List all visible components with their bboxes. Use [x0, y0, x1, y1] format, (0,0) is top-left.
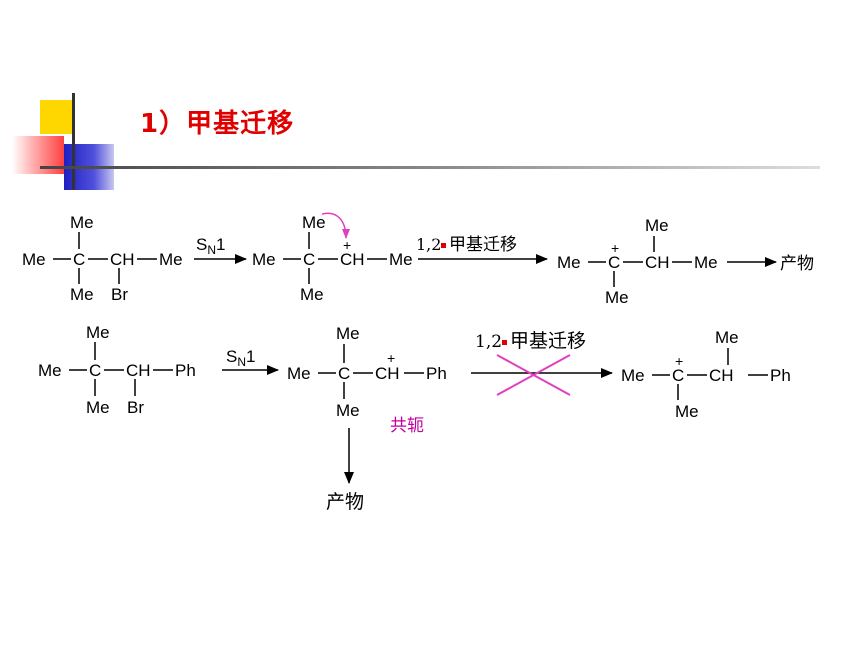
r2m3-ph: Ph [770, 366, 791, 385]
r1m3-me-right: Me [694, 253, 718, 272]
r1m2-plus: + [343, 237, 351, 253]
row1-sn1-arrow: SN1 [194, 235, 247, 264]
svg-text:SN1: SN1 [226, 347, 255, 369]
r2m2-me-bottom: Me [336, 401, 360, 420]
r2m1-me-top: Me [86, 323, 110, 342]
svg-text:1,2: 1,2 [475, 332, 502, 352]
cross-line-b [496, 354, 571, 396]
svg-text:SN1: SN1 [196, 235, 225, 257]
r1m1-ch: CH [110, 250, 135, 269]
row2-shift-arrow-blocked: 1,2 甲基迁移 [471, 330, 613, 396]
deco-horizontal-line [40, 166, 820, 169]
r2m1-c: C [89, 361, 101, 380]
row1-rearranged-cation: Me + C Me CH Me Me [557, 216, 718, 307]
r1-shift-prefix: 1,2 [416, 235, 441, 254]
r2m3-me-bottom: Me [675, 402, 699, 421]
r1m1-me-right: Me [159, 250, 183, 269]
r2m2-ph: Ph [426, 364, 447, 383]
r1m3-me-top: Me [645, 216, 669, 235]
r2-sn-1: 1 [246, 347, 255, 366]
r2m1-ph: Ph [175, 361, 196, 380]
r2m2-me-top: Me [336, 324, 360, 343]
r2m3-plus: + [675, 353, 683, 369]
r1m2-ch: CH [340, 250, 365, 269]
r1m1-me-left: Me [22, 250, 46, 269]
r2m2-c: C [338, 364, 350, 383]
r2m1-br: Br [127, 398, 144, 417]
row2-product-label: 产物 [326, 491, 364, 513]
r2m3-me-top: Me [715, 328, 739, 347]
r2m3-me-left: Me [621, 366, 645, 385]
r1m2-me-right: Me [389, 250, 413, 269]
row1-carbocation: Me C Me Me + CH Me [252, 213, 413, 304]
r1m2-c: C [303, 250, 315, 269]
r2-shift-name: 甲基迁移 [510, 330, 586, 352]
row2-rearranged-cation: Me + C Me CH Me Ph [621, 328, 791, 421]
r2-sn-s: S [226, 347, 237, 366]
r2m2-plus: + [387, 350, 395, 366]
r1m2-me-left: Me [252, 250, 276, 269]
r1m3-me-left: Me [557, 253, 581, 272]
r1m3-plus: + [611, 240, 619, 256]
r2-shift-prefix: 1,2 [475, 332, 502, 352]
r2-sn-n: N [237, 355, 246, 369]
row2-carbocation: Me C Me Me + CH Ph [287, 324, 447, 420]
row2-reactant: Me C Me Me CH Br Ph [38, 323, 196, 417]
r1m3-me-bottom: Me [605, 288, 629, 307]
row2-sn1-arrow: SN1 [222, 347, 279, 375]
r1-shift-dot [441, 243, 446, 248]
r1m2-me-bottom: Me [300, 285, 324, 304]
r1m1-br: Br [111, 285, 128, 304]
conjugation-label: 共轭 [390, 416, 424, 436]
row1-product-label: 产物 [780, 254, 814, 274]
deco-yellow-square [40, 100, 74, 134]
row1-shift-arrow: 1,2 甲基迁移 [416, 235, 548, 264]
r2m1-ch: CH [126, 361, 151, 380]
r1m2-me-top: Me [302, 213, 326, 232]
r2m1-me-bottom: Me [86, 398, 110, 417]
r1m1-me-bottom: Me [70, 285, 94, 304]
deco-vertical-line [72, 93, 75, 190]
r1m1-me-top: Me [70, 213, 94, 232]
r2m3-c: C [672, 366, 684, 385]
r1-sn-1: 1 [216, 235, 225, 254]
r2m2-ch: CH [375, 364, 400, 383]
r1-sn-s: S [196, 235, 207, 254]
r1m1-c: C [73, 250, 85, 269]
slide-title: 1）甲基迁移 [140, 109, 295, 139]
row1-reactant: Me C Me Me CH Br Me [22, 213, 183, 304]
svg-text:1,2: 1,2 [416, 235, 441, 254]
methyl-shift-curved-arrow [321, 212, 350, 239]
r2m2-me-left: Me [287, 364, 311, 383]
r2-shift-dot [502, 340, 507, 345]
r1m3-c: C [608, 253, 620, 272]
r2m3-ch: CH [709, 366, 734, 385]
r1m3-ch: CH [645, 253, 670, 272]
r1-sn-n: N [207, 243, 216, 257]
r1-shift-name: 甲基迁移 [449, 235, 517, 255]
r2m1-me-left: Me [38, 361, 62, 380]
